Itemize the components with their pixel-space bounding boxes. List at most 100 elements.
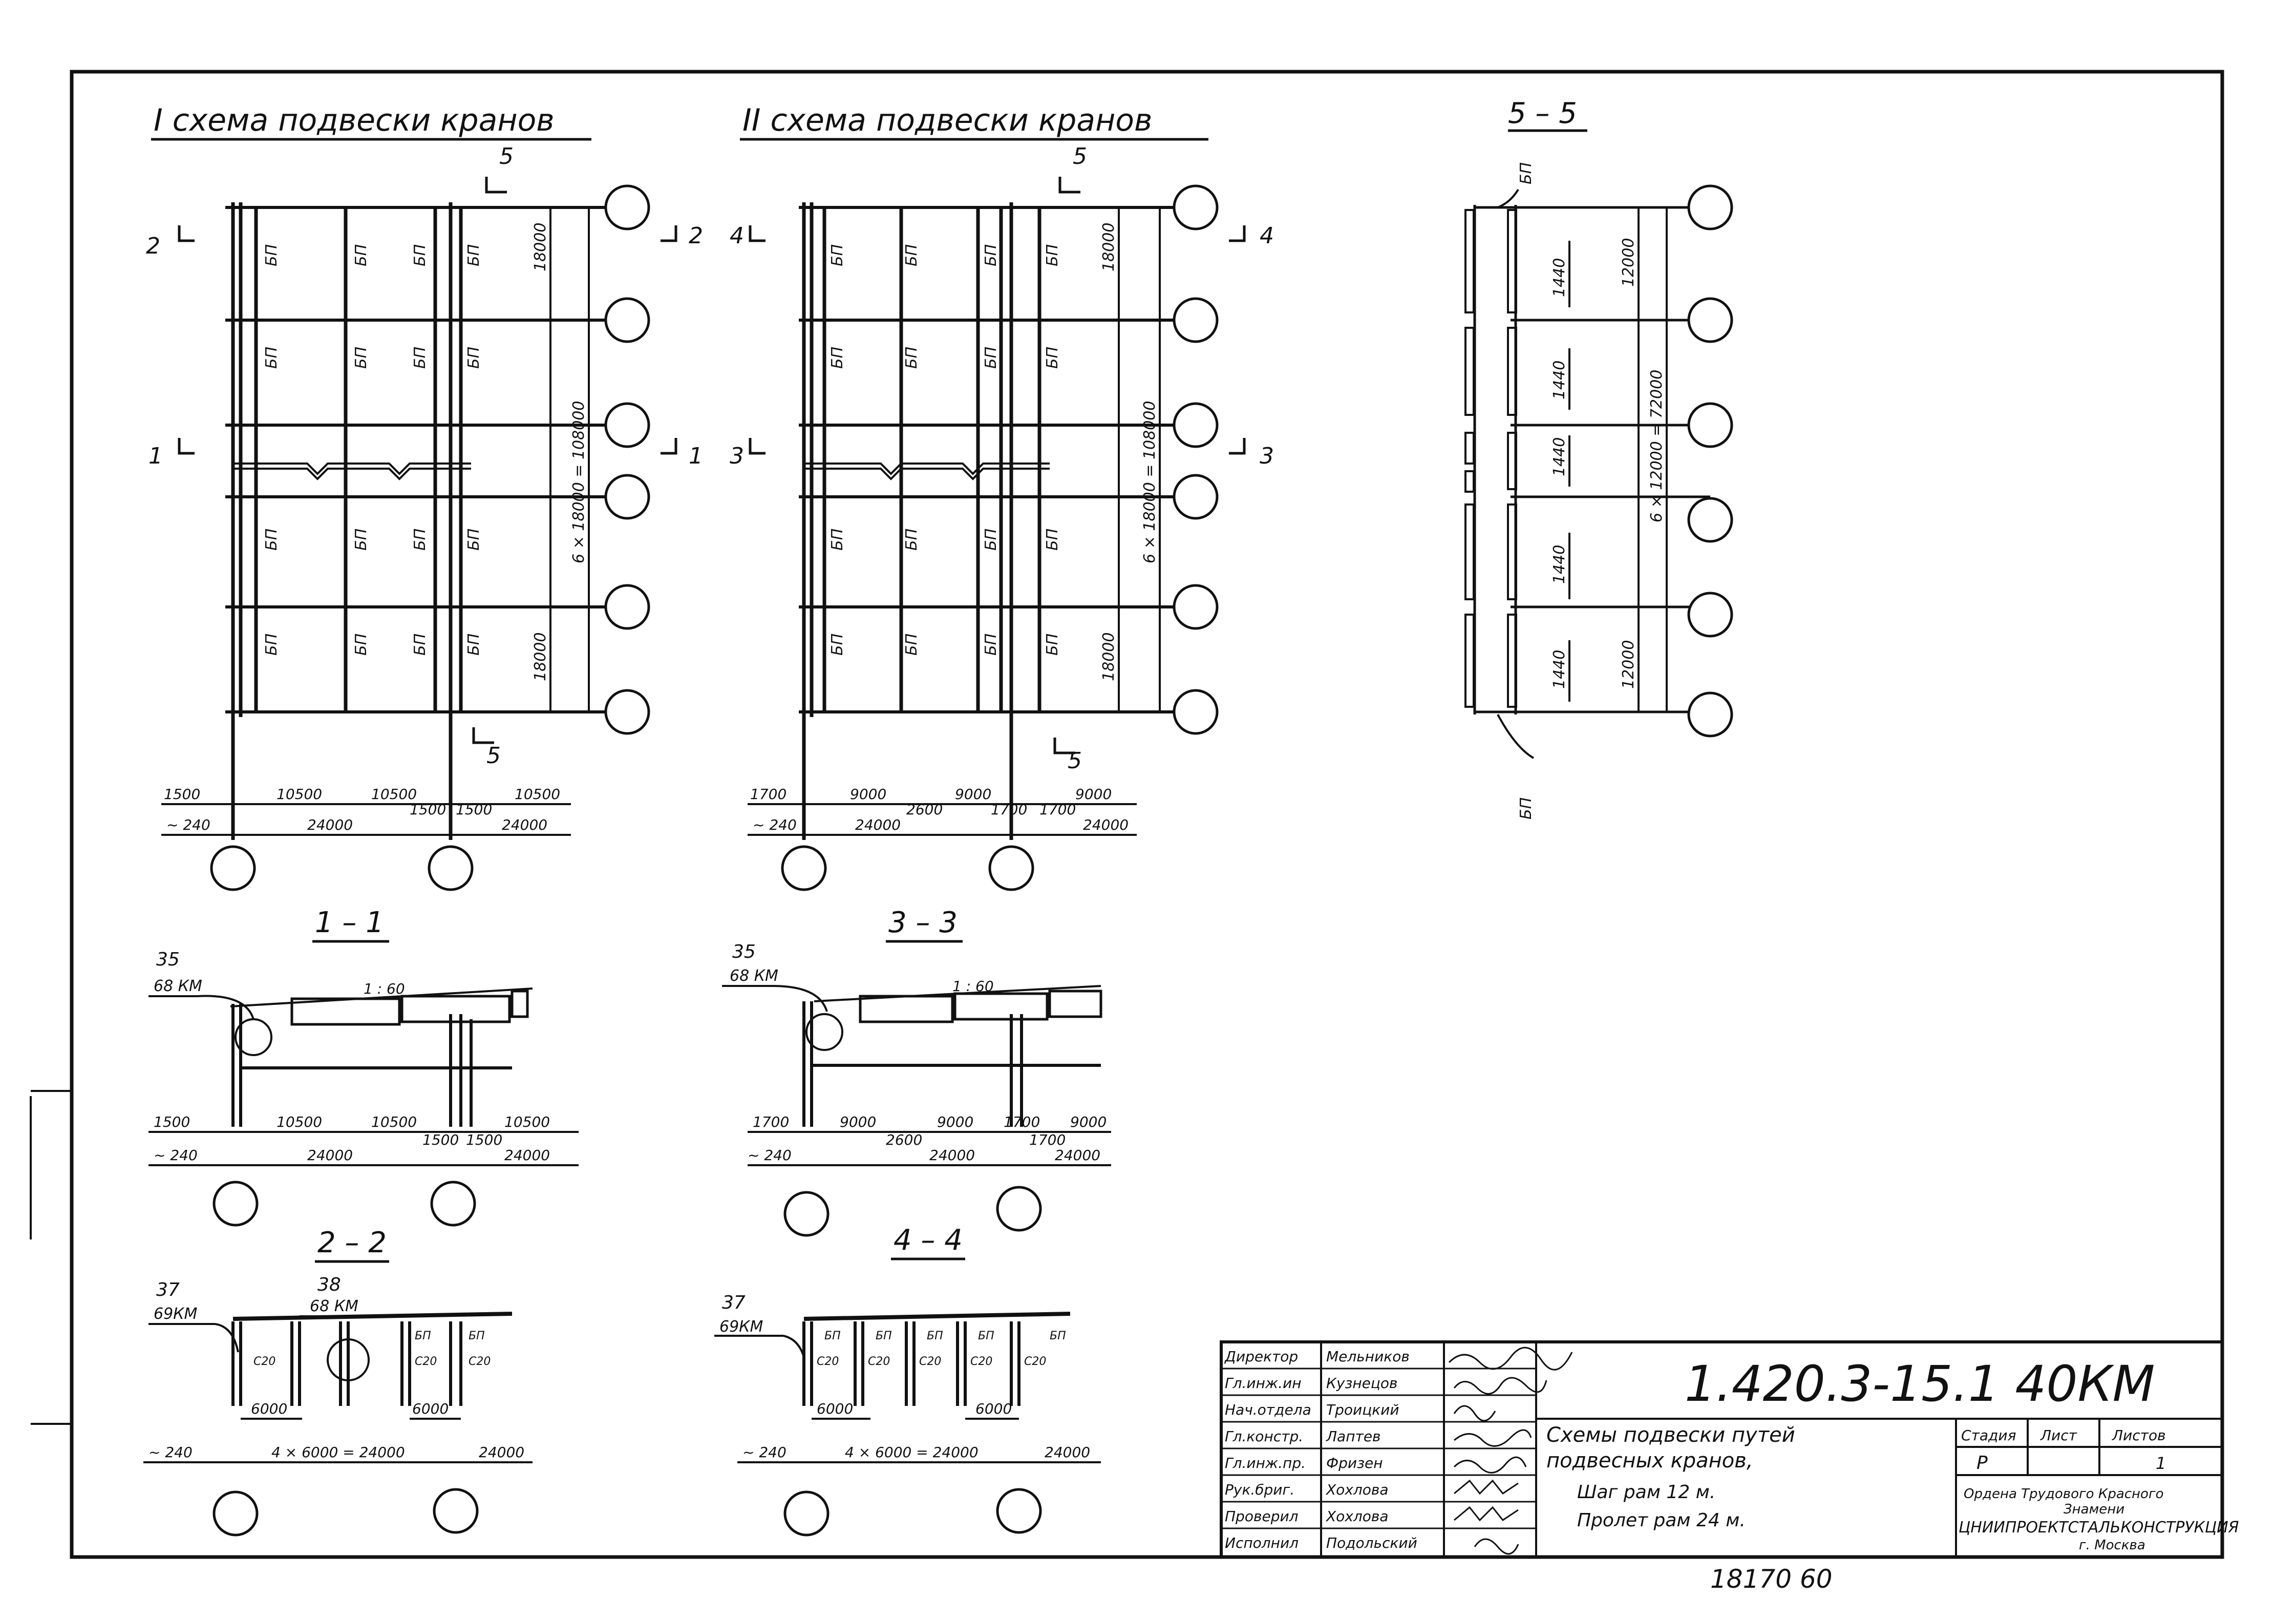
dim-9000: 9000	[840, 1113, 876, 1130]
dim-1700: 1700	[1039, 801, 1076, 818]
beam-label: БП	[263, 347, 281, 369]
scheme-1-title: I схема подвески кранов	[154, 102, 555, 138]
stamp-name: Мельников	[1326, 1348, 1410, 1365]
beam-label: БП	[903, 244, 921, 266]
dim-1700: 1700	[991, 801, 1027, 818]
c20-label: С20	[469, 1355, 491, 1368]
dim-9000: 9000	[1070, 1113, 1107, 1130]
dim-24000: 24000	[479, 1444, 524, 1461]
c20-label: С20	[919, 1355, 941, 1368]
section-mark-4: 4	[1260, 223, 1274, 249]
beam-label: БП	[828, 244, 846, 266]
dim-9000: 9000	[937, 1113, 973, 1130]
beam-label: БП	[903, 347, 921, 369]
dim-1500: 1500	[466, 1131, 502, 1148]
section-mark-1: 1	[689, 443, 703, 469]
stage-header: Стадия	[1961, 1427, 2016, 1444]
dim-10500: 10500	[371, 1113, 417, 1130]
section-mark-4: 4	[730, 223, 744, 249]
scheme-1-plan: I схема подвески кранов БП БП Б	[146, 102, 703, 890]
c20-label: С20	[253, 1355, 275, 1368]
beam-label: БП	[982, 529, 1000, 551]
callout-68km: 68 КМ	[730, 967, 778, 985]
dim-4x6000: 4 × 6000 = 24000	[271, 1444, 405, 1461]
sheets-value: 1	[2156, 1454, 2166, 1473]
section-mark-3: 3	[730, 443, 744, 469]
c20-label: С20	[970, 1355, 992, 1368]
dim-1500: 1500	[154, 1113, 190, 1130]
beam-label: БП	[903, 634, 921, 656]
stamp-role: Гл.констр.	[1225, 1428, 1303, 1445]
beam-label: БП	[828, 347, 846, 369]
section-2-2: 2 – 2 37 69КМ 38 68 КМ С20 С20 С20	[143, 1226, 533, 1535]
section-4-4: 4 – 4 37 69КМ С20 С20 С20 С20 С20 БП	[714, 1224, 1101, 1535]
section-mark-5: 5	[1073, 143, 1087, 170]
title-block: Директор Гл.инж.ин Нач.отдела Гл.констр.…	[1220, 1340, 2239, 1594]
dim-240: ~ 240	[748, 1147, 792, 1164]
beam-label: БП	[982, 244, 1000, 266]
beam-label: БП	[1044, 347, 1061, 369]
beam-label: БП	[1044, 244, 1061, 266]
stamp-name: Лаптев	[1326, 1428, 1381, 1445]
org-name: ЦНИИПРОЕКТСТАЛЬКОНСТРУКЦИЯ	[1959, 1519, 2239, 1537]
beam-label: БП	[1517, 797, 1535, 819]
sheet-header: Лист	[2040, 1427, 2077, 1444]
stamp-name: Подольский	[1326, 1534, 1417, 1551]
dim-4x6000: 4 × 6000 = 24000	[845, 1444, 979, 1461]
beam-label: БП	[352, 529, 370, 551]
dim-24000: 24000	[1083, 816, 1129, 833]
beam-label: БП	[927, 1330, 943, 1342]
callout-69km: 69КМ	[719, 1318, 763, 1336]
callout-68km: 68 КМ	[154, 977, 202, 995]
section-5-5-title: 5 – 5	[1508, 97, 1577, 130]
stamp-role: Рук.бриг.	[1225, 1481, 1294, 1498]
drawing-description: подвесных кранов,	[1546, 1449, 1753, 1473]
dim-6000: 6000	[412, 1400, 449, 1417]
callout-38: 38	[317, 1274, 341, 1295]
stamp-name: Троицкий	[1326, 1401, 1399, 1418]
dim-12000: 12000	[1620, 238, 1638, 287]
dim-10500: 10500	[277, 786, 322, 803]
callout-37: 37	[156, 1279, 180, 1300]
beam-label: БП	[415, 1330, 431, 1342]
drawing-description: Пролет рам 24 м.	[1577, 1510, 1746, 1531]
dim-10500: 10500	[277, 1113, 322, 1130]
beam-label: БП	[469, 1330, 485, 1342]
dim-240: ~ 240	[742, 1444, 786, 1461]
dim-1500: 1500	[456, 801, 492, 818]
section-mark-2: 2	[146, 233, 160, 259]
dim-2600: 2600	[906, 801, 943, 818]
dim-24000: 24000	[1055, 1147, 1100, 1164]
callout-68km: 68 КМ	[310, 1297, 358, 1315]
beam-label: БП	[1044, 634, 1061, 656]
beam-label: БП	[828, 529, 846, 551]
dim-1500: 1500	[164, 786, 200, 803]
dim-18000: 18000	[532, 223, 549, 271]
stamp-role: Исполнил	[1225, 1534, 1299, 1551]
dim-240: ~ 240	[753, 816, 797, 833]
dim-24000: 24000	[504, 1147, 550, 1164]
beam-label: БП	[876, 1330, 892, 1342]
sheet-frame	[70, 70, 2224, 1559]
dim-18000: 18000	[1100, 223, 1118, 271]
c20-label: С20	[817, 1355, 839, 1368]
dim-1700: 1700	[750, 786, 786, 803]
dim-240: ~ 240	[166, 816, 210, 833]
beam-label: БП	[411, 347, 429, 369]
drawing-description: Схемы подвески путей	[1546, 1423, 1795, 1447]
section-2-2-title: 2 – 2	[317, 1226, 387, 1259]
dim-24000: 24000	[307, 816, 353, 833]
beam-label: БП	[352, 347, 370, 369]
dim-total-5-5: 6 × 12000 = 72000	[1648, 370, 1666, 522]
dim-6000: 6000	[251, 1400, 287, 1417]
section-1-1-title: 1 – 1	[315, 906, 384, 939]
beam-label: БП	[1050, 1330, 1066, 1342]
beam-label: БП	[1044, 529, 1061, 551]
dim-24000: 24000	[502, 816, 547, 833]
section-3-3-title: 3 – 3	[888, 906, 958, 939]
dim-6000: 6000	[975, 1400, 1012, 1417]
section-mark-3: 3	[1260, 443, 1274, 469]
callout-69km: 69КМ	[154, 1305, 197, 1323]
stamp-name: Хохлова	[1325, 1481, 1389, 1498]
beam-label: БП	[411, 634, 429, 656]
